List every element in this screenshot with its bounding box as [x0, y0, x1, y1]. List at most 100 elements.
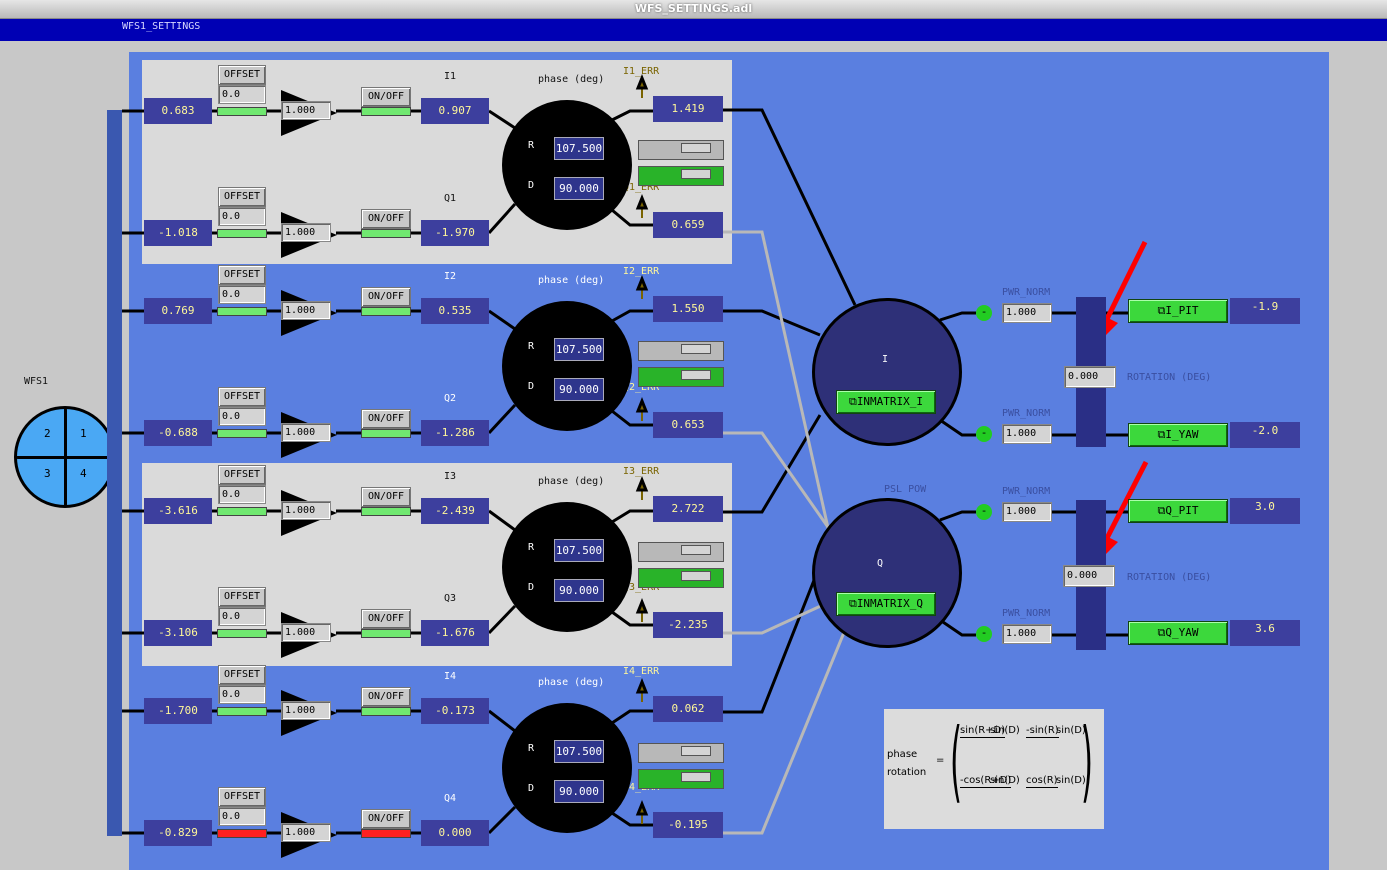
phase-d-input[interactable]: 90.000: [554, 378, 604, 401]
phase-slider[interactable]: [638, 542, 724, 562]
wfs-label: WFS1: [24, 376, 49, 387]
gain-input[interactable]: 1.000: [281, 423, 331, 442]
gain-input[interactable]: 1.000: [281, 501, 331, 520]
pwr-norm-input[interactable]: 1.000: [1002, 303, 1052, 323]
onoff-button[interactable]: ON/OFF: [361, 809, 411, 829]
onoff-led-green: [361, 707, 411, 716]
gain-input[interactable]: 1.000: [281, 301, 331, 320]
window-title: WFS_SETTINGS.adl: [634, 2, 753, 15]
gain-input[interactable]: 1.000: [281, 701, 331, 720]
offset-button[interactable]: OFFSET: [218, 65, 266, 85]
phase-circle: [502, 301, 632, 431]
offset-input[interactable]: 0.0: [218, 85, 266, 104]
phase-r-input[interactable]: 107.500: [554, 338, 604, 361]
onoff-button[interactable]: ON/OFF: [361, 87, 411, 107]
offset-input[interactable]: 0.0: [218, 285, 266, 304]
output-button-label: I_PIT: [1165, 304, 1199, 317]
channel-name-label: I4: [444, 671, 457, 682]
onoff-button[interactable]: ON/OFF: [361, 287, 411, 307]
output-open-button[interactable]: ⧉Q_YAW: [1128, 621, 1228, 645]
phase-r-input[interactable]: 107.500: [554, 539, 604, 562]
phase-label: phase (deg): [538, 476, 605, 487]
onoff-button[interactable]: ON/OFF: [361, 687, 411, 707]
phase-d-input[interactable]: 90.000: [554, 177, 604, 200]
offset-input[interactable]: 0.0: [218, 407, 266, 426]
error-value: -0.195: [653, 812, 723, 838]
output-value: -2.0: [1230, 422, 1300, 448]
d-label: D: [528, 582, 535, 593]
pwr-norm-input[interactable]: 1.000: [1002, 424, 1052, 444]
offset-input[interactable]: 0.0: [218, 607, 266, 626]
phase-slider[interactable]: [638, 743, 724, 763]
onoff-button[interactable]: ON/OFF: [361, 409, 411, 429]
channel-input-value: -3.106: [144, 620, 212, 646]
phase-r-input[interactable]: 107.500: [554, 740, 604, 763]
error-value: 1.419: [653, 96, 723, 122]
phase-slider[interactable]: [638, 140, 724, 160]
phase-slider[interactable]: [638, 341, 724, 361]
pwr-norm-input[interactable]: 1.000: [1002, 624, 1052, 644]
offset-button[interactable]: OFFSET: [218, 465, 266, 485]
matrix-a-den: sin(D): [990, 725, 1020, 736]
phase-circle: [502, 100, 632, 230]
inmatrix-q-button[interactable]: ⧉INMATRIX_Q: [836, 592, 936, 616]
phase-slider-active[interactable]: [638, 568, 724, 588]
offset-button[interactable]: OFFSET: [218, 665, 266, 685]
phase-circle: [502, 703, 632, 833]
onoff-button[interactable]: ON/OFF: [361, 209, 411, 229]
channel-output-value: 0.907: [421, 98, 489, 124]
phase-slider-active[interactable]: [638, 367, 724, 387]
gain-input[interactable]: 1.000: [281, 823, 331, 842]
offset-input[interactable]: 0.0: [218, 207, 266, 226]
offset-input[interactable]: 0.0: [218, 485, 266, 504]
d-label: D: [528, 180, 535, 191]
output-open-button[interactable]: ⧉Q_PIT: [1128, 499, 1228, 523]
rotation-label-2: ROTATION (DEG): [1127, 572, 1212, 583]
error-label: I3_ERR: [623, 466, 660, 477]
phase-label: phase (deg): [538, 275, 605, 286]
inmatrix-i-label: INMATRIX_I: [856, 395, 924, 408]
channel-name-label: Q1: [444, 193, 457, 204]
channel-name-label: I2: [444, 271, 457, 282]
onoff-button[interactable]: ON/OFF: [361, 487, 411, 507]
phase-slider-active[interactable]: [638, 166, 724, 186]
error-value: 2.722: [653, 496, 723, 522]
rotation-input-1[interactable]: 0.000: [1064, 366, 1116, 388]
norm-sign-icon: -: [976, 305, 992, 321]
output-value: 3.0: [1230, 498, 1300, 524]
output-open-button[interactable]: ⧉I_PIT: [1128, 299, 1228, 323]
inmatrix-i-button[interactable]: ⧉INMATRIX_I: [836, 390, 936, 414]
quadrant-photodiode-icon: 2 1 3 4: [14, 406, 116, 508]
offset-led-green: [217, 507, 267, 516]
pwr-norm-input[interactable]: 1.000: [1002, 502, 1052, 522]
phase-label: phase (deg): [538, 677, 605, 688]
gain-input[interactable]: 1.000: [281, 223, 331, 242]
offset-input[interactable]: 0.0: [218, 685, 266, 704]
window-titlebar[interactable]: WFS_SETTINGS.adl: [0, 0, 1387, 19]
offset-button[interactable]: OFFSET: [218, 187, 266, 207]
offset-button[interactable]: OFFSET: [218, 787, 266, 807]
offset-input[interactable]: 0.0: [218, 807, 266, 826]
phase-r-input[interactable]: 107.500: [554, 137, 604, 160]
onoff-button[interactable]: ON/OFF: [361, 609, 411, 629]
segment-label: 2: [44, 427, 51, 440]
rotation-input-2[interactable]: 0.000: [1063, 565, 1115, 587]
gain-input[interactable]: 1.000: [281, 101, 331, 120]
output-open-button[interactable]: ⧉I_YAW: [1128, 423, 1228, 447]
gain-input[interactable]: 1.000: [281, 623, 331, 642]
r-label: R: [528, 743, 535, 754]
matrix-a-num: sin(R+D): [960, 725, 1006, 738]
onoff-led-red: [361, 829, 411, 838]
onoff-led-green: [361, 629, 411, 638]
channel-output-value: 0.535: [421, 298, 489, 324]
phase-slider-active[interactable]: [638, 769, 724, 789]
d-label: D: [528, 783, 535, 794]
offset-button[interactable]: OFFSET: [218, 387, 266, 407]
offset-button[interactable]: OFFSET: [218, 587, 266, 607]
phase-d-input[interactable]: 90.000: [554, 780, 604, 803]
offset-button[interactable]: OFFSET: [218, 265, 266, 285]
onoff-led-green: [361, 229, 411, 238]
channel-input-value: -0.688: [144, 420, 212, 446]
phase-d-input[interactable]: 90.000: [554, 579, 604, 602]
